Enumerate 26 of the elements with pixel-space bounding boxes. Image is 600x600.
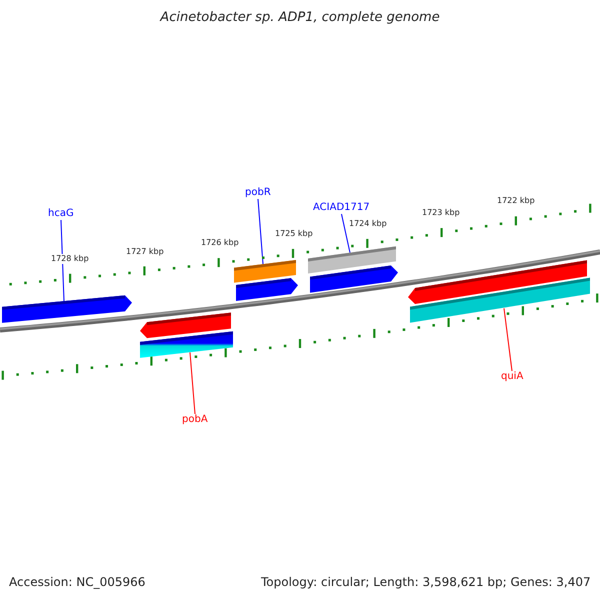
title: Acinetobacter sp. ADP1, complete genome (158, 10, 441, 26)
gene-band (234, 260, 296, 283)
leader-line (341, 214, 350, 254)
gene-feature (236, 278, 298, 301)
gene-label: hcaG (48, 208, 74, 220)
footer-text: Accession: NC_005966 (9, 575, 146, 590)
gene-feature (2, 295, 132, 323)
scale-label: 1725 kbp (275, 229, 313, 239)
leader-line (504, 308, 512, 372)
scale-label: 1723 kbp (422, 208, 460, 218)
leader-line (60, 220, 64, 302)
scale-label: 1727 kbp (126, 247, 164, 257)
gene-label: pobA (182, 414, 208, 426)
gene-band (140, 331, 233, 358)
scale-label: 1726 kbp (201, 238, 239, 248)
gene-label: ACIAD1717 (313, 202, 370, 214)
gene-band (410, 278, 590, 323)
gene-label: quiA (501, 371, 524, 383)
gene-feature (310, 266, 398, 293)
leader-line (190, 352, 196, 414)
scale-label: 1728 kbp (51, 254, 89, 264)
scale-label: 1722 kbp (497, 196, 535, 206)
gene-label: pobR (245, 187, 271, 199)
footer-text: Topology: circular; Length: 3,598,621 bp; Genes: 3,407 (261, 575, 591, 590)
scale-label: 1724 kbp (349, 219, 387, 229)
leader-line (258, 198, 264, 265)
